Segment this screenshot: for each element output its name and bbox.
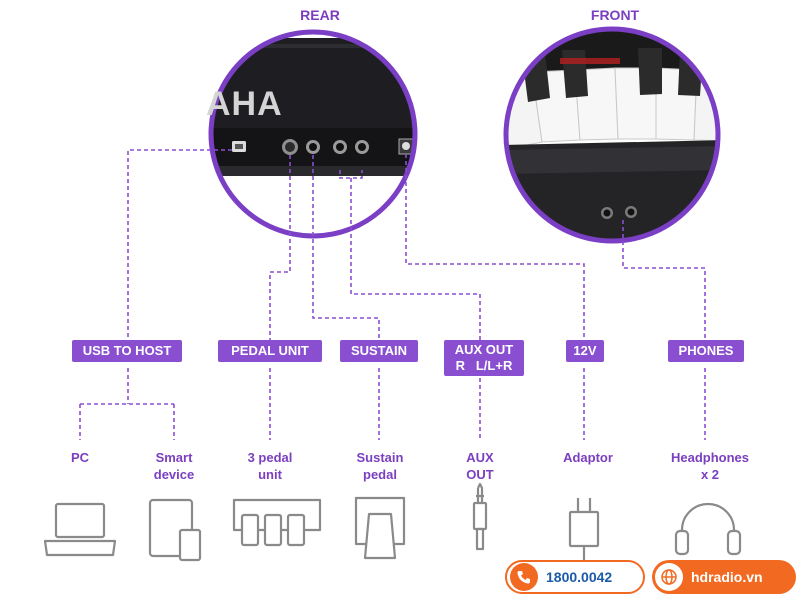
device-label-pc: PC: [70, 450, 90, 465]
brand-logo-text: AHA: [206, 85, 283, 123]
pedal-unit-icon: [232, 498, 322, 547]
hotline-badge[interactable]: 1800.0042: [505, 560, 645, 594]
headphone-jacks: [601, 206, 637, 219]
line-usb: [127, 149, 232, 340]
pedal-unit-port: [282, 139, 298, 155]
sustain-pedal-icon: [354, 496, 406, 560]
globe-icon: [655, 563, 683, 591]
laptop-icon: [43, 502, 117, 557]
power-12v-tag: 12V: [566, 340, 604, 362]
line-aux: [339, 170, 481, 440]
headphones-icon: [674, 502, 742, 556]
sustain-tag: SUSTAIN: [340, 340, 418, 362]
aux-r-port: [333, 140, 347, 154]
sustain-port: [306, 140, 320, 154]
website-badge[interactable]: hdradio.vn: [652, 560, 796, 594]
pedal-unit-tag: PEDAL UNIT: [218, 340, 322, 362]
rear-panel-closeup: [208, 29, 418, 239]
jack-plug-icon: [472, 482, 488, 551]
aux-l-port: [355, 140, 369, 154]
device-label-aux-out: AUX OUT: [466, 450, 494, 482]
aux-out-tag: AUX OUT R L/L+R: [444, 340, 524, 376]
line-pedal: [269, 155, 291, 440]
website-url: hdradio.vn: [691, 569, 763, 585]
line-phones: [622, 220, 706, 440]
device-label-pedal-unit: 3 pedal unit: [247, 450, 293, 482]
line-sustain: [312, 155, 380, 440]
hotline-number: 1800.0042: [546, 569, 613, 585]
front-panel-closeup: [503, 26, 721, 244]
device-label-headphones: Headphones x 2: [670, 450, 749, 482]
device-label-smart-device: Smart device: [153, 450, 195, 482]
tablet-phone-icon: [148, 498, 202, 562]
device-label-adaptor: Adaptor: [563, 450, 613, 465]
keyboard-keys: [506, 48, 718, 151]
dc-in-port: [398, 138, 414, 155]
rear-section-label: REAR: [300, 7, 340, 23]
power-adaptor-icon: [568, 498, 600, 562]
aux-out-tag-label: AUX OUT: [454, 342, 514, 357]
usb-to-host-tag: USB TO HOST: [72, 340, 182, 362]
line-power: [405, 154, 585, 440]
front-section-label: FRONT: [590, 7, 640, 23]
phone-icon: [510, 563, 538, 591]
connection-lines: [79, 149, 706, 440]
phones-tag: PHONES: [668, 340, 744, 362]
line-usb-branch: [79, 368, 175, 440]
aux-out-tag-sublabel: R L/L+R: [455, 358, 513, 373]
usb-port: [232, 141, 246, 152]
device-label-sustain-pedal: Sustain pedal: [356, 450, 404, 482]
